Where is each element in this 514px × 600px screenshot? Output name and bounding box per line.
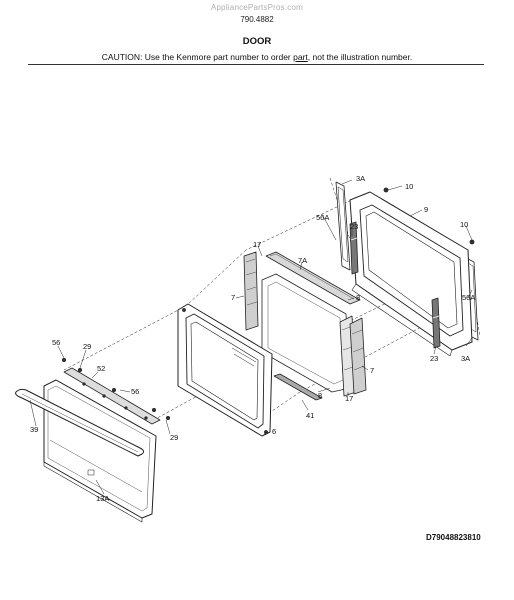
callout-label: 17	[253, 240, 261, 249]
callout-label: 17	[345, 394, 353, 403]
leader-lines	[29, 179, 473, 495]
callout-label: 3A	[461, 354, 470, 363]
header-divider	[28, 64, 484, 65]
bottom-trim-41	[273, 373, 323, 401]
callout-label: 41	[306, 411, 314, 420]
callout-labels: 3A 10 9 56A 23 10 17 7A 56A 7 8 23 3A 7 …	[30, 174, 475, 503]
side-insulation-left	[243, 251, 259, 331]
callout-label: 7A	[298, 256, 307, 265]
door-handle	[15, 388, 145, 457]
callout-label: 29	[170, 433, 178, 442]
callout-label: 39	[30, 425, 38, 434]
callout-label: 7	[231, 293, 235, 302]
side-insulation-right	[349, 317, 367, 395]
watermark-site: AppliancePartsPros.com	[211, 3, 303, 12]
callout-label: 13A	[96, 494, 109, 503]
callout-label: 6	[272, 427, 276, 436]
callout-label: 56A	[316, 213, 329, 222]
callout-label: 3A	[356, 174, 365, 183]
callout-label: 56	[131, 387, 139, 396]
callout-label: 8	[318, 391, 322, 400]
hinge-lower	[431, 297, 441, 349]
door-liner-frame	[177, 303, 273, 437]
callout-label: 7	[370, 366, 374, 375]
top-insulation-strip	[265, 251, 361, 305]
caution-note: CAUTION: Use the Kenmore part number to …	[0, 52, 514, 62]
section-title: DOOR	[242, 36, 272, 47]
hinge-strip-upper	[335, 181, 351, 271]
callout-label: 56	[52, 338, 60, 347]
screws-56-29	[62, 357, 170, 420]
caution-prefix: CAUTION: Use the Kenmore part number to …	[101, 52, 294, 62]
callout-label: 56A	[462, 293, 475, 302]
document-number: D79048823810	[426, 533, 481, 542]
callout-label: 23	[430, 354, 438, 363]
callout-label: 52	[97, 364, 105, 373]
callout-label: 23	[350, 222, 358, 231]
callout-label: 10	[405, 182, 413, 191]
caution-part-link[interactable]: part	[293, 52, 308, 62]
inner-door-panel	[349, 191, 473, 357]
callout-label: 8	[356, 293, 360, 302]
callout-label: 29	[83, 342, 91, 351]
model-number: 790.4882	[240, 15, 274, 24]
callout-label: 10	[460, 220, 468, 229]
callout-label: 9	[424, 205, 428, 214]
caution-suffix: , not the illustration number.	[307, 52, 413, 62]
handle-bracket-52	[63, 367, 161, 425]
